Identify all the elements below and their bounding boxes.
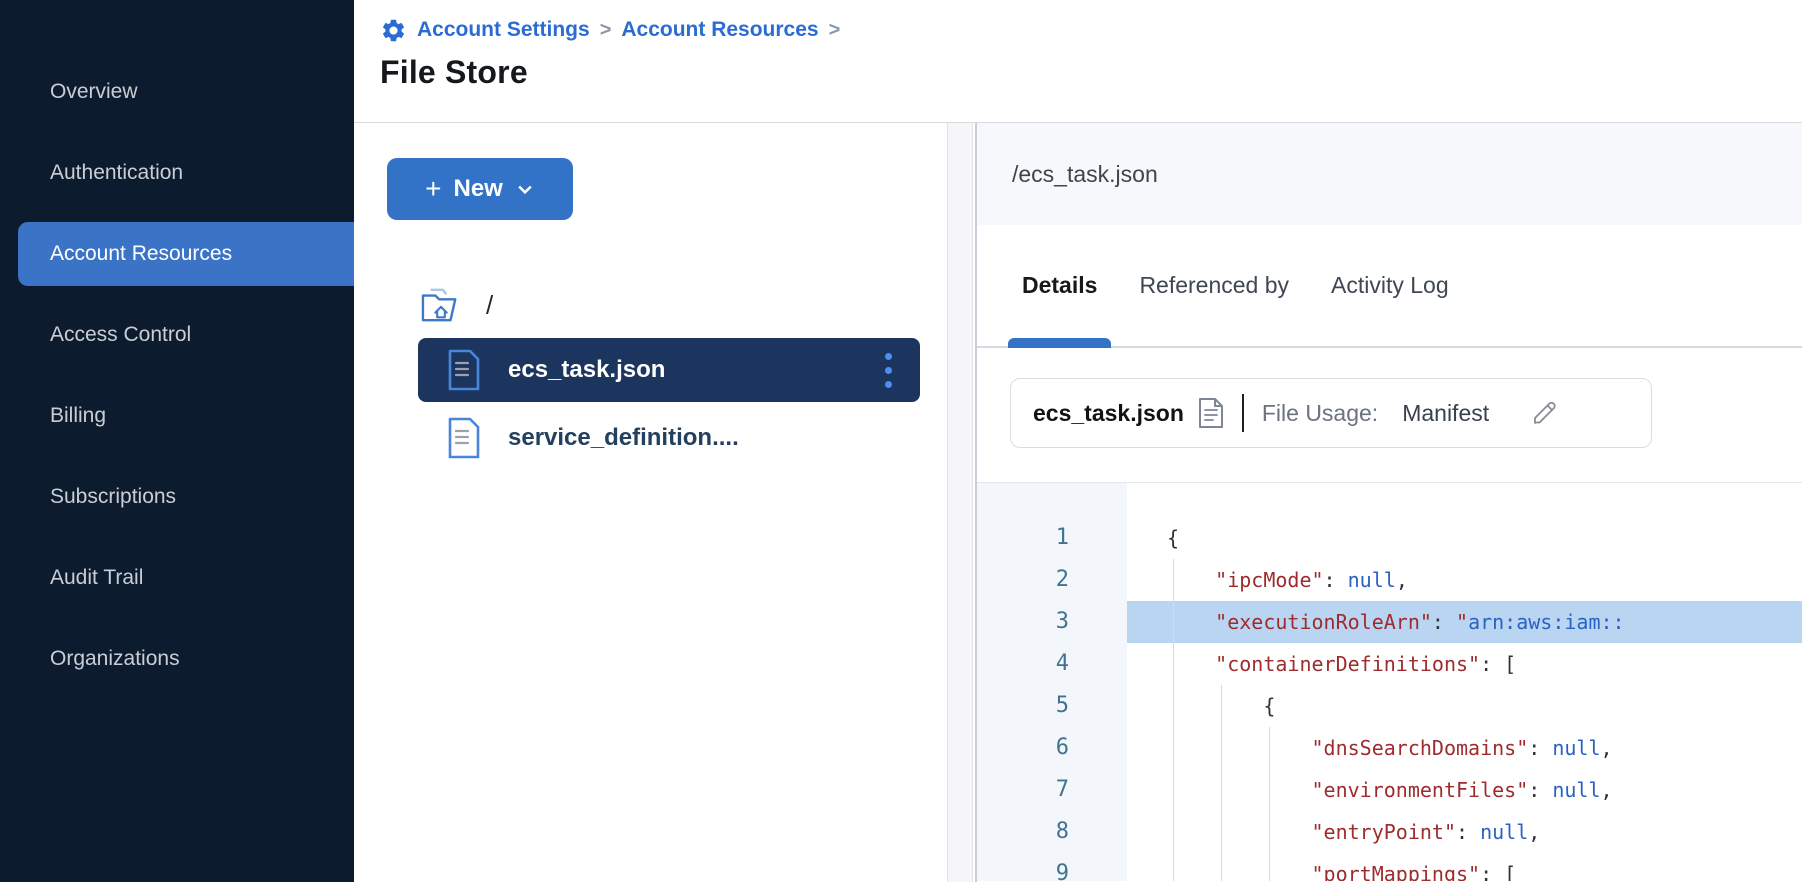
code-line: 3 "executionRoleArn": "arn:aws:iam:: [977,601,1802,643]
indent-guide [1269,727,1270,881]
new-button[interactable]: + New [387,158,573,220]
code-text: "executionRoleArn": "arn:aws:iam:: [1215,610,1625,634]
root-folder-row[interactable]: / [420,283,493,327]
tab-label: Details [1022,272,1098,298]
page-header: Account Settings > Account Resources > F… [354,0,1802,123]
code-line: 7 "environmentFiles": null, [977,769,1802,811]
file-info-card: ecs_task.json File Usage: Manifest [1010,378,1652,448]
line-number: 9 [1055,861,1069,881]
sidebar-item[interactable]: Billing [18,384,354,448]
breadcrumb-item: Account Resources > [621,18,840,42]
sidebar-nav: Overview Authentication Account Resource… [0,60,354,691]
file-path-label: /ecs_task.json [1012,160,1158,187]
code-text: "dnsSearchDomains": null, [1311,736,1613,760]
sidebar-item[interactable]: Audit Trail [18,546,354,610]
file-browser-panel: + New / e [354,123,947,882]
line-number: 7 [1055,777,1069,802]
file-icon [448,349,480,391]
line-number-gutter [977,483,1127,881]
scrollbar-track[interactable] [947,123,973,882]
highlighted-line-background [1127,601,1802,643]
code-line: 2 "ipcMode": null, [977,559,1802,601]
file-name: ecs_task.json [508,356,666,383]
file-usage-label: File Usage: [1261,399,1379,426]
tab-label: Referenced by [1139,272,1290,298]
document-icon [1198,397,1224,429]
kebab-menu-icon[interactable] [881,349,896,392]
code-line: 1 { [977,517,1802,559]
line-number: 5 [1055,693,1069,718]
breadcrumb-link[interactable]: Account Settings [417,18,590,41]
code-line: 6 "dnsSearchDomains": null, [977,727,1802,769]
sidebar-item-label: Account Resources [50,242,233,265]
gear-icon [380,17,407,44]
code-line: 4 "containerDefinitions": [ [977,643,1802,685]
chevron-right-icon: > [599,18,612,41]
indent-guide [1173,559,1174,881]
line-number: 8 [1055,819,1069,844]
indent-guide [1221,685,1222,881]
sidebar: Overview Authentication Account Resource… [0,0,354,882]
detail-tabs: Details Referenced by Activity Log [977,225,1802,348]
sidebar-item-label: Authentication [50,161,184,184]
sidebar-item-label: Audit Trail [50,566,144,589]
file-path-band: /ecs_task.json [977,123,1802,225]
breadcrumb-item: Account Settings > [417,18,611,42]
sidebar-item[interactable]: Organizations [18,627,354,691]
code-line: 8 "entryPoint": null, [977,811,1802,853]
tab-label: Activity Log [1331,272,1449,298]
divider [1241,394,1244,432]
file-usage-value: Manifest [1402,399,1490,426]
file-row[interactable]: ecs_task.json [418,338,920,402]
page-title: File Store [380,54,528,90]
file-row[interactable]: service_definition.... [418,406,920,470]
breadcrumb-link[interactable]: Account Resources [621,18,819,41]
sidebar-item-label: Subscriptions [50,485,177,508]
code-text: "entryPoint": null, [1311,820,1541,844]
sidebar-item[interactable]: Overview [18,60,354,124]
sidebar-item[interactable]: Authentication [18,141,354,205]
code-line: 9 "portMappings": [ [977,853,1802,881]
file-info-area: ecs_task.json File Usage: Manifest [977,348,1802,482]
file-name: service_definition.... [508,424,739,451]
line-number: 3 [1055,609,1069,634]
code-text: "containerDefinitions": [ [1215,652,1517,676]
line-number: 6 [1055,735,1069,760]
line-number: 4 [1055,651,1069,676]
chevron-right-icon: > [828,18,841,41]
code-text: "ipcMode": null, [1215,568,1408,592]
chevron-down-icon [518,185,532,195]
file-info-name: ecs_task.json [1033,399,1184,426]
code-text: { [1167,694,1276,718]
code-text: "environmentFiles": null, [1311,778,1613,802]
code-text: { [1167,526,1180,550]
code-line: 5 { [977,685,1802,727]
file-detail-panel: /ecs_task.json Details Referenced by Act… [975,123,1802,882]
edit-pencil-icon[interactable] [1529,397,1561,429]
line-number: 1 [1055,525,1069,550]
breadcrumb: Account Settings > Account Resources > [380,14,1802,46]
tab[interactable]: Details [1007,225,1112,348]
sidebar-item-label: Access Control [50,323,192,346]
sidebar-item[interactable]: Access Control [18,303,354,367]
tab[interactable]: Referenced by [1139,225,1289,346]
file-list: ecs_task.json service_definition.... [418,338,920,470]
breadcrumb-items: Account Settings > Account Resources > [417,18,840,42]
sidebar-item[interactable]: Account Resources [18,222,354,286]
sidebar-item-label: Overview [50,80,138,103]
tab[interactable]: Activity Log [1331,225,1449,346]
sidebar-item-label: Organizations [50,647,180,670]
new-button-label: New [453,175,503,202]
code-text: "portMappings": [ [1311,862,1517,881]
file-icon [448,417,480,459]
sidebar-item[interactable]: Subscriptions [18,465,354,529]
code-viewer[interactable]: 1 { 2 "ipcMode": null, 3 "executionRoleA… [977,482,1802,881]
home-folder-icon [421,288,457,322]
sidebar-item-label: Billing [50,404,107,427]
code-lines: 1 { 2 "ipcMode": null, 3 "executionRoleA… [977,517,1802,881]
root-path-label: / [486,289,494,320]
line-number: 2 [1055,567,1069,592]
plus-icon: + [425,173,442,204]
